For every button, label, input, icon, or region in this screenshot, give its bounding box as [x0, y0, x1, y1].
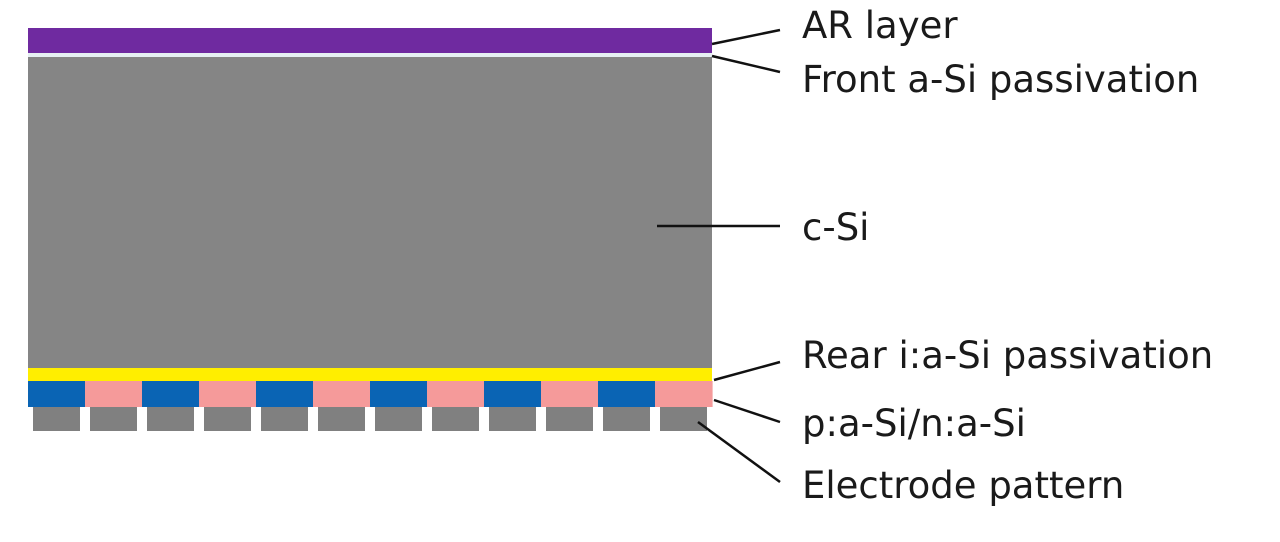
- ar-layer: [28, 28, 712, 53]
- p-a-si-segment: [256, 381, 314, 407]
- electrode-block: [489, 407, 536, 431]
- p-a-si-segment: [142, 381, 200, 407]
- rear-passivation-layer: [28, 368, 712, 381]
- doped-layer-pattern: [28, 381, 713, 407]
- electrode-pattern: [33, 407, 707, 431]
- electrode-block: [90, 407, 137, 431]
- electrode-block: [603, 407, 650, 431]
- electrode-block: [261, 407, 308, 431]
- n-a-si-segment: [427, 381, 485, 407]
- label-doped-layers: p:a-Si/n:a-Si: [802, 402, 1026, 445]
- electrode-block: [318, 407, 365, 431]
- electrode-block: [546, 407, 593, 431]
- n-a-si-segment: [85, 381, 143, 407]
- leader-line-doped-layers: [713, 398, 781, 424]
- label-c-si: c-Si: [802, 206, 869, 249]
- electrode-block: [147, 407, 194, 431]
- electrode-block: [204, 407, 251, 431]
- n-a-si-segment: [313, 381, 371, 407]
- front-passivation-layer: [28, 53, 712, 57]
- electrode-block: [432, 407, 479, 431]
- leader-line-ar-layer: [711, 28, 781, 46]
- p-a-si-segment: [28, 381, 86, 407]
- electrode-block: [33, 407, 80, 431]
- label-electrode: Electrode pattern: [802, 464, 1124, 507]
- leader-lines: [657, 28, 781, 484]
- label-front-passivation: Front a-Si passivation: [802, 58, 1199, 101]
- electrode-block: [375, 407, 422, 431]
- n-a-si-segment: [541, 381, 599, 407]
- p-a-si-segment: [598, 381, 656, 407]
- n-a-si-segment: [199, 381, 257, 407]
- p-a-si-segment: [484, 381, 542, 407]
- n-a-si-segment: [655, 381, 713, 407]
- leader-line-front-passivation: [711, 54, 781, 74]
- c-si-wafer: [28, 57, 712, 368]
- leader-line-electrode: [697, 420, 781, 484]
- label-ar-layer: AR layer: [802, 4, 958, 47]
- leader-line-rear-passivation: [713, 360, 781, 382]
- label-rear-passivation: Rear i:a-Si passivation: [802, 334, 1213, 377]
- p-a-si-segment: [370, 381, 428, 407]
- electrode-block: [660, 407, 707, 431]
